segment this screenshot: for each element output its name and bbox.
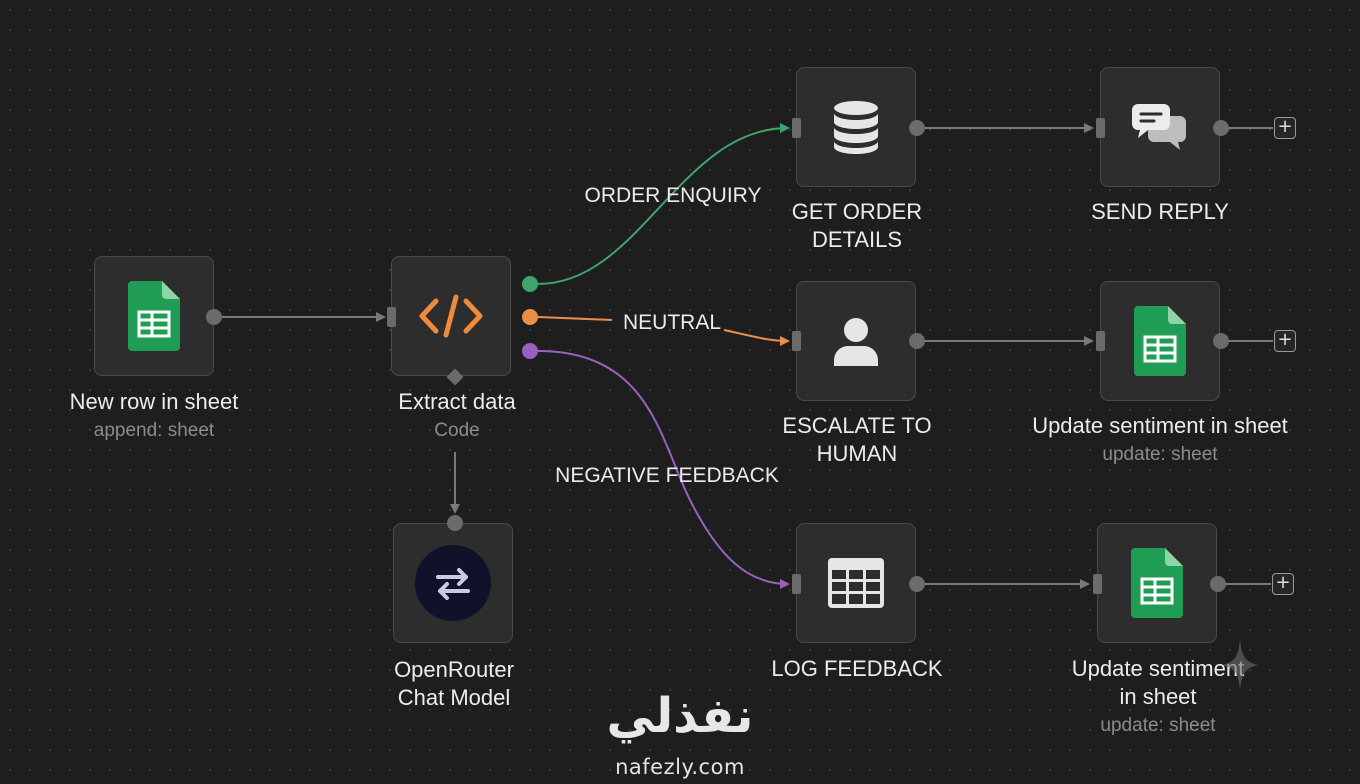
google-sheets-icon	[1131, 548, 1183, 618]
output-port[interactable]	[909, 576, 925, 592]
input-port[interactable]	[1093, 574, 1102, 594]
sparkle-icon	[1222, 640, 1258, 690]
wire-order-enquiry	[537, 123, 790, 285]
output-port[interactable]	[1210, 576, 1226, 592]
input-port[interactable]	[792, 574, 801, 594]
node-title-line2: Chat Model	[397, 685, 511, 710]
output-port[interactable]	[909, 333, 925, 349]
output-port-order-enquiry[interactable]	[522, 276, 538, 292]
add-node-button[interactable]: +	[1274, 117, 1296, 139]
node-title-line1: ESCALATE TO	[782, 413, 932, 438]
node-extract-data[interactable]	[391, 256, 511, 376]
node-title-line2: HUMAN	[816, 441, 898, 466]
node-title-line1: GET ORDER	[791, 199, 923, 224]
node-subtitle: update: sheet	[1102, 444, 1218, 465]
input-port[interactable]	[1096, 118, 1105, 138]
node-title: Update sentiment in sheet	[1032, 413, 1288, 438]
input-port[interactable]	[1096, 331, 1105, 351]
node-title: LOG FEEDBACK	[771, 656, 943, 681]
user-icon	[834, 318, 878, 366]
watermark-url: nafezly.com	[615, 755, 745, 779]
node-escalate-to-human[interactable]	[796, 281, 916, 401]
input-port[interactable]	[792, 331, 801, 351]
node-title-line2: in sheet	[1119, 684, 1197, 709]
model-input-port[interactable]	[447, 515, 463, 531]
node-update-sentiment-2[interactable]	[1097, 523, 1217, 643]
output-port-neutral[interactable]	[522, 309, 538, 325]
node-title: New row in sheet	[69, 389, 239, 414]
node-get-order-details[interactable]	[796, 67, 916, 187]
input-port[interactable]	[792, 118, 801, 138]
node-title-line2: DETAILS	[811, 227, 903, 252]
node-new-row-in-sheet[interactable]	[94, 256, 214, 376]
google-sheets-icon	[128, 281, 180, 351]
add-node-button[interactable]: +	[1272, 573, 1294, 595]
input-port[interactable]	[387, 307, 396, 327]
node-subtitle: append: sheet	[93, 420, 215, 441]
openrouter-icon	[415, 545, 491, 621]
edge-label-negative-feedback: NEGATIVE FEEDBACK	[555, 464, 779, 487]
wire-neutral	[537, 316, 613, 321]
node-send-reply[interactable]	[1100, 67, 1220, 187]
node-subtitle: update: sheet	[1100, 715, 1216, 736]
node-subtitle: Code	[434, 420, 480, 441]
edge-label-neutral: NEUTRAL	[622, 311, 722, 334]
wire-negative-feedback	[537, 350, 790, 589]
node-update-sentiment-1[interactable]	[1100, 281, 1220, 401]
node-title-line1: OpenRouter	[394, 657, 514, 682]
node-title: Extract data	[398, 389, 516, 414]
output-port[interactable]	[1213, 120, 1229, 136]
code-icon	[419, 294, 483, 338]
output-port[interactable]	[909, 120, 925, 136]
node-openrouter-chat-model[interactable]	[393, 523, 513, 643]
output-port[interactable]	[206, 309, 222, 325]
database-icon	[834, 101, 878, 154]
google-sheets-icon	[1134, 306, 1186, 376]
add-node-button[interactable]: +	[1274, 330, 1296, 352]
node-log-feedback[interactable]	[796, 523, 916, 643]
watermark-logo: نفذلي	[606, 688, 754, 744]
edge-label-order-enquiry: ORDER ENQUIRY	[584, 184, 762, 207]
node-title-line1: Update sentiment	[1071, 656, 1245, 681]
wire-neutral-tail	[723, 329, 790, 346]
output-port-negative[interactable]	[522, 343, 538, 359]
chat-bubbles-icon	[1132, 104, 1186, 150]
output-port[interactable]	[1213, 333, 1229, 349]
table-icon	[828, 558, 884, 608]
node-title: SEND REPLY	[1091, 199, 1229, 224]
